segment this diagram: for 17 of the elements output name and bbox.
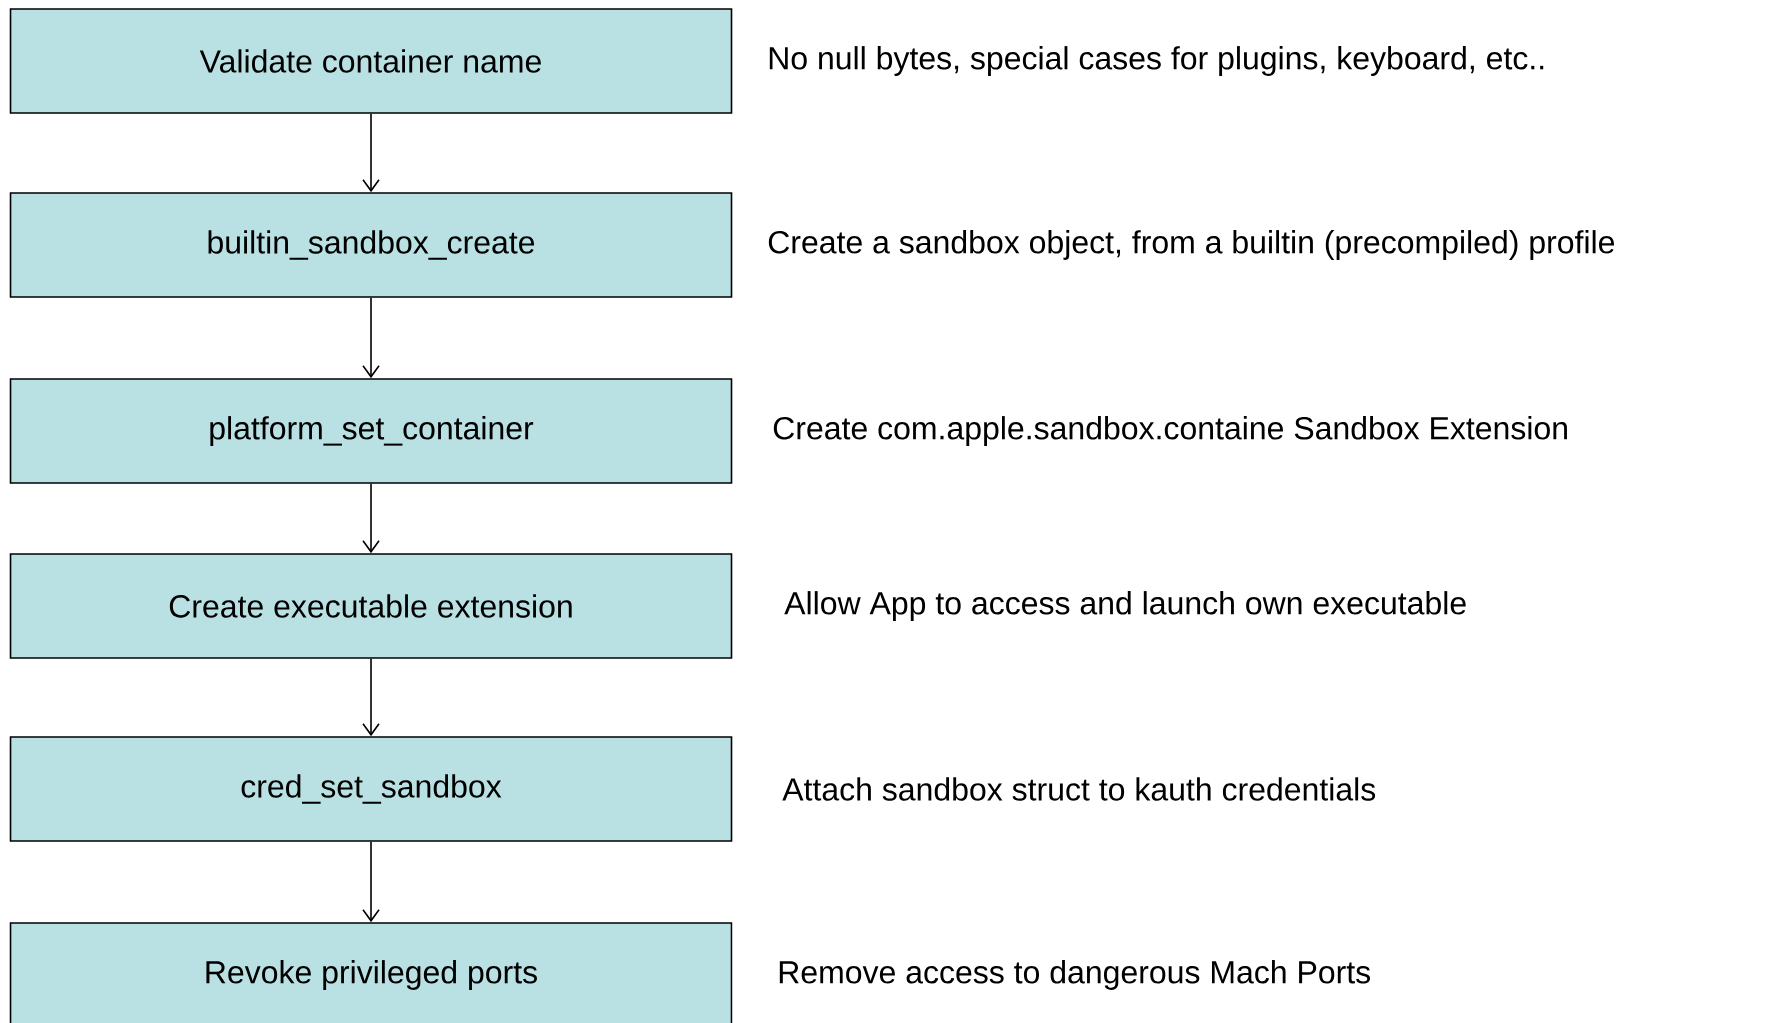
description-text: Remove access to dangerous Mach Ports — [779, 960, 1370, 990]
process-box: Revoke privileged ports — [9, 922, 733, 1023]
process-box: builtin_sandbox_create — [9, 192, 733, 298]
arrow — [362, 841, 380, 923]
arrow — [362, 297, 380, 379]
process-box: Validate container name — [9, 8, 733, 114]
process-box: Create executable extension — [9, 553, 733, 659]
process-box: platform_set_container — [9, 378, 733, 484]
description-text: Attach sandbox struct to kauth credentials — [782, 777, 1376, 801]
description-text: Create a sandbox object, from a builtin (precompiled) profile — [768, 230, 1615, 260]
arrow — [362, 658, 380, 737]
description-text: Create com.apple.sandbox.containe Sandbox Extension — [773, 416, 1567, 446]
arrow — [362, 113, 380, 193]
description-text: No null bytes, special cases for plugins, keyboard, etc.. — [769, 46, 1544, 76]
arrow — [362, 483, 380, 554]
description-text: Allow App to access and launch own executable — [784, 591, 1466, 621]
process-box: cred_set_sandbox — [9, 736, 733, 842]
